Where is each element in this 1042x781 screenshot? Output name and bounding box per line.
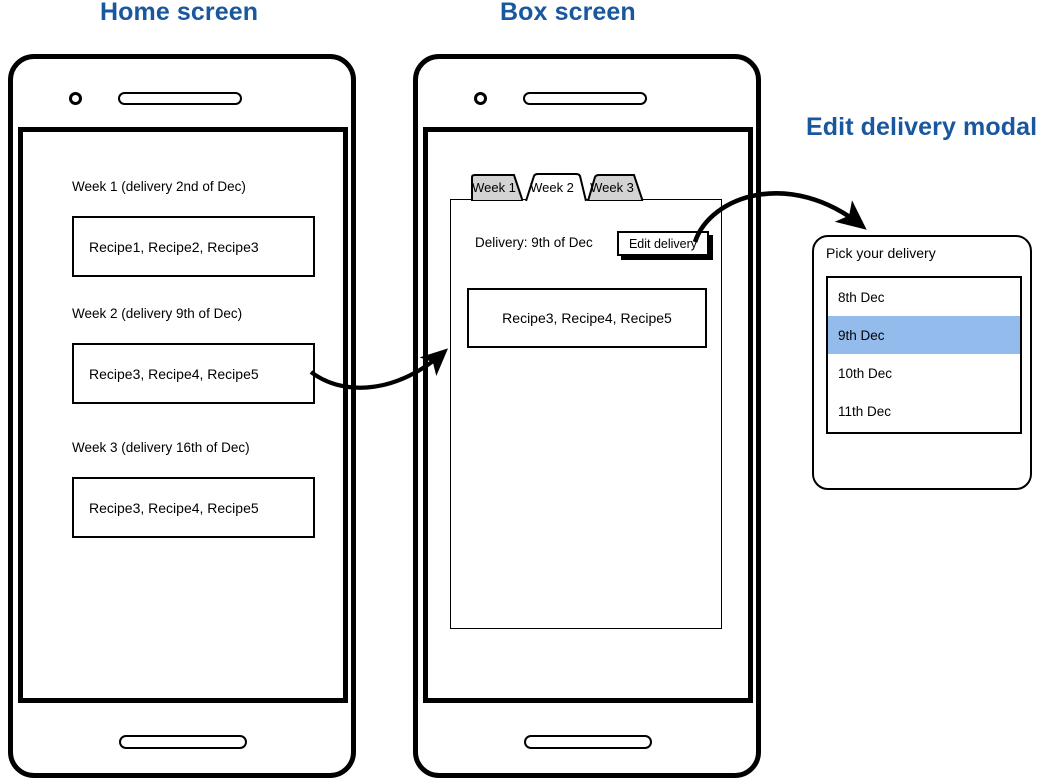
delivery-option-label: 8th Dec [838, 289, 885, 305]
delivery-option-label: 9th Dec [838, 327, 885, 343]
camera-icon [474, 92, 487, 105]
home-button[interactable] [119, 735, 247, 749]
tab-shape-icon [471, 174, 524, 201]
home-screen-title: Home screen [100, 0, 259, 26]
delivery-date-text: Delivery: 9th of Dec [475, 235, 593, 250]
delivery-option-row[interactable]: 8th Dec [828, 278, 1020, 316]
tab-week-1[interactable]: Week 1 [470, 173, 528, 201]
tab-label-week-3: Week 3 [590, 179, 634, 195]
box-recipe-text: Recipe3, Recipe4, Recipe5 [502, 310, 672, 326]
tab-label-week-1: Week 1 [472, 179, 516, 195]
recipe-list-week-2: Recipe3, Recipe4, Recipe5 [89, 365, 259, 382]
tab-shape-icon [525, 173, 587, 201]
recipe-box-week-2[interactable]: Recipe3, Recipe4, Recipe5 [72, 343, 315, 404]
home-screen-viewport: Week 1 (delivery 2nd of Dec) Recipe1, Re… [18, 127, 348, 703]
tab-shape-icon [586, 174, 644, 201]
recipe-box-week-3[interactable]: Recipe3, Recipe4, Recipe5 [72, 477, 315, 538]
recipe-list-week-1: Recipe1, Recipe2, Recipe3 [89, 238, 259, 255]
week-label-1: Week 1 (delivery 2nd of Dec) [72, 179, 246, 194]
speaker-grille-icon [523, 92, 647, 105]
recipe-box-week-1[interactable]: Recipe1, Recipe2, Recipe3 [72, 216, 315, 277]
tab-content-panel [450, 199, 722, 629]
delivery-options-list[interactable]: 8th Dec 9th Dec 10th Dec 11th Dec [826, 276, 1022, 434]
week-label-2: Week 2 (delivery 9th of Dec) [72, 306, 243, 321]
delivery-option-row[interactable]: 10th Dec [828, 354, 1020, 392]
edit-delivery-button-label: Edit delivery [628, 236, 698, 251]
box-recipe-list[interactable]: Recipe3, Recipe4, Recipe5 [467, 288, 707, 348]
speaker-grille-icon [118, 92, 242, 105]
delivery-option-label: 10th Dec [838, 365, 893, 381]
recipe-list-week-3: Recipe3, Recipe4, Recipe5 [89, 499, 259, 516]
edit-delivery-button[interactable]: Edit delivery [617, 231, 709, 256]
delivery-option-label: 11th Dec [838, 403, 892, 419]
tab-week-2[interactable]: Week 2 [524, 173, 590, 201]
tab-week-3[interactable]: Week 3 [586, 173, 648, 201]
tab-label-week-2: Week 2 [530, 179, 574, 195]
delivery-option-row-selected[interactable]: 9th Dec [828, 316, 1020, 354]
box-screen-title: Box screen [500, 0, 636, 26]
camera-icon [69, 92, 82, 105]
home-button[interactable] [524, 735, 652, 749]
modal-heading: Pick your delivery [826, 245, 936, 261]
week-label-3: Week 3 (delivery 16th of Dec) [72, 440, 250, 455]
week-tabs: Week 1 Week 2 Week 3 [449, 173, 749, 203]
edit-delivery-modal: Pick your delivery 8th Dec 9th Dec 10th … [812, 235, 1032, 490]
delivery-option-row[interactable]: 11th Dec [828, 392, 1020, 430]
edit-delivery-modal-title: Edit delivery modal [806, 113, 1038, 141]
